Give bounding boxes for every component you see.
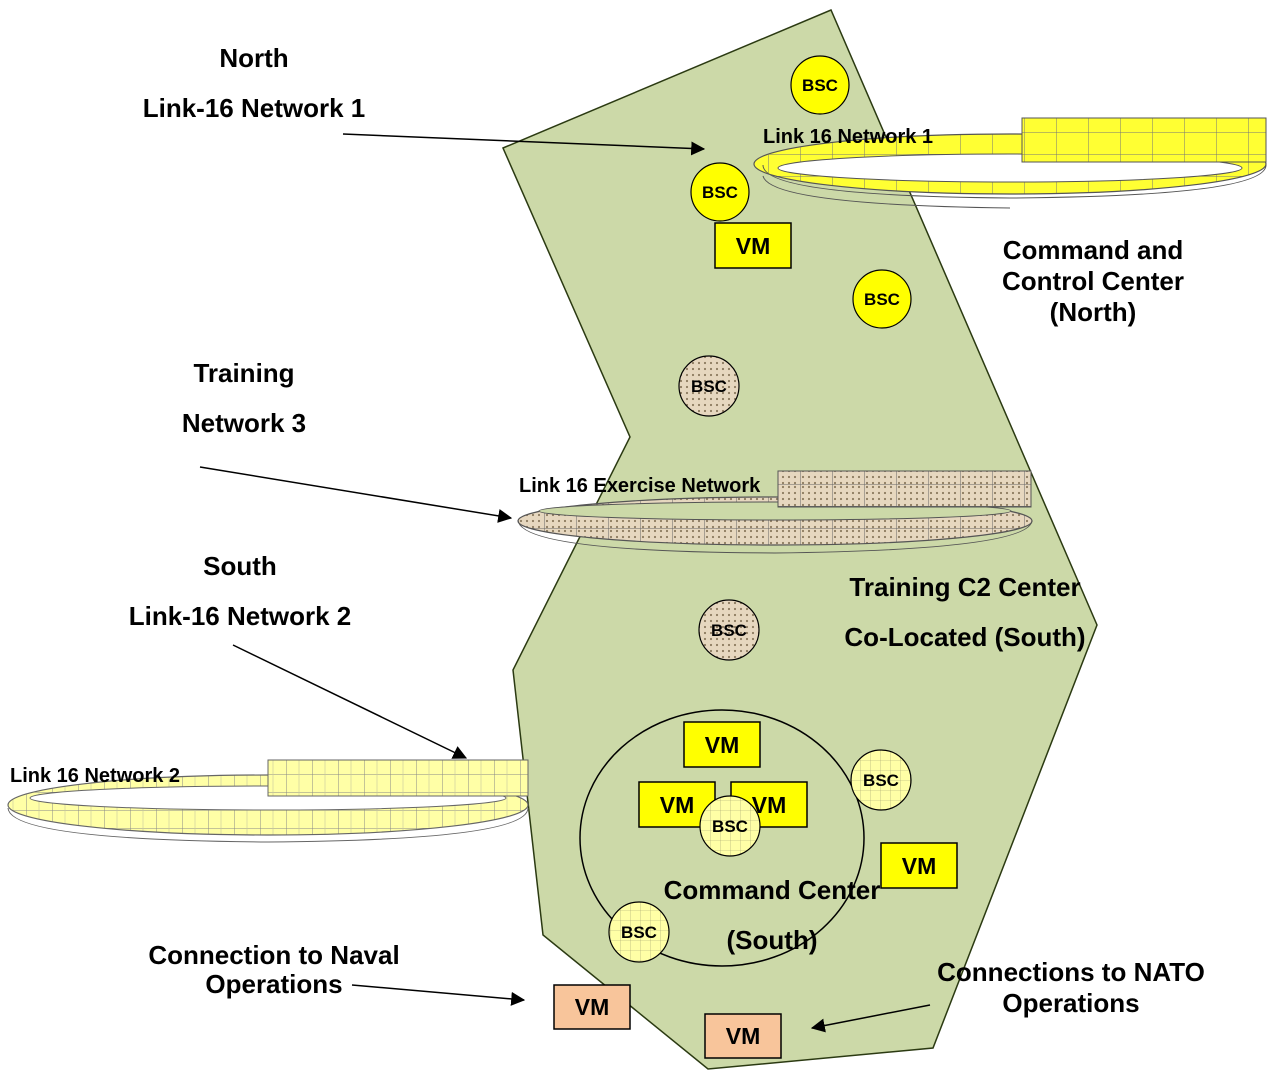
south-arrow bbox=[232, 644, 468, 759]
command-center-boundary bbox=[579, 709, 865, 967]
svg-text:BSC: BSC bbox=[621, 923, 657, 942]
svg-text:BSC: BSC bbox=[863, 771, 899, 790]
link16-network2-ring bbox=[7, 759, 529, 843]
svg-text:BSC: BSC bbox=[864, 290, 900, 309]
nato-connection-label: Connections to NATO bbox=[937, 957, 1205, 987]
svg-text:VM: VM bbox=[575, 994, 610, 1020]
svg-text:VM: VM bbox=[660, 792, 695, 818]
bsc-node: BSC bbox=[690, 162, 750, 222]
svg-text:BSC: BSC bbox=[802, 76, 838, 95]
ring-label-exercise: Link 16 Exercise Network bbox=[519, 475, 761, 497]
south-title: South bbox=[203, 551, 277, 581]
naval-connection-label: Connection to Naval bbox=[148, 940, 399, 970]
south-network-label: Link-16 Network 2 bbox=[129, 601, 352, 631]
command-center-label: Command Center bbox=[664, 875, 881, 905]
training-arrow bbox=[199, 466, 513, 523]
training-network-label: Network 3 bbox=[182, 408, 306, 438]
training-c2-label: Co-Located (South) bbox=[844, 622, 1085, 652]
link16-network1-ring bbox=[753, 117, 1267, 209]
bsc-node-training: BSC bbox=[678, 355, 740, 417]
training-c2-label: Training C2 Center bbox=[849, 572, 1080, 602]
c2-north-label: Command and bbox=[1003, 235, 1184, 265]
vm-node: VM bbox=[714, 222, 792, 269]
vm-node-nato: VM bbox=[704, 1013, 782, 1059]
svg-text:BSC: BSC bbox=[711, 621, 747, 640]
svg-text:BSC: BSC bbox=[702, 183, 738, 202]
north-arrow bbox=[342, 133, 706, 156]
nato-arrow bbox=[810, 1004, 931, 1033]
bsc-node-training: BSC bbox=[698, 599, 760, 661]
ring-label-net1: Link 16 Network 1 bbox=[763, 126, 933, 148]
vm-node: VM bbox=[880, 842, 958, 889]
training-title: Training bbox=[193, 358, 294, 388]
vm-node: VM bbox=[683, 721, 761, 768]
bsc-node: BSC bbox=[852, 269, 912, 329]
command-center-label: (South) bbox=[727, 925, 818, 955]
svg-text:VM: VM bbox=[705, 732, 740, 758]
link16-exercise-ring bbox=[517, 470, 1033, 554]
c2-north-label: Control Center bbox=[1002, 266, 1184, 296]
bsc-node: BSC bbox=[790, 55, 850, 115]
naval-arrow bbox=[351, 984, 526, 1006]
bsc-node-south: BSC bbox=[850, 749, 912, 811]
svg-text:BSC: BSC bbox=[691, 377, 727, 396]
svg-text:VM: VM bbox=[726, 1023, 761, 1049]
ring-label-net2: Link 16 Network 2 bbox=[10, 765, 180, 787]
north-network-label: Link-16 Network 1 bbox=[143, 93, 366, 123]
bsc-node-south: BSC bbox=[608, 901, 670, 963]
north-title: North bbox=[219, 43, 288, 73]
svg-text:VM: VM bbox=[736, 233, 771, 259]
c2-north-label: (North) bbox=[1050, 297, 1137, 327]
bsc-node-south: BSC bbox=[699, 795, 761, 857]
vm-node-naval: VM bbox=[553, 984, 631, 1030]
svg-text:VM: VM bbox=[902, 853, 937, 879]
svg-text:BSC: BSC bbox=[712, 817, 748, 836]
naval-connection-label: Operations bbox=[205, 969, 342, 999]
nato-connection-label: Operations bbox=[1002, 988, 1139, 1018]
